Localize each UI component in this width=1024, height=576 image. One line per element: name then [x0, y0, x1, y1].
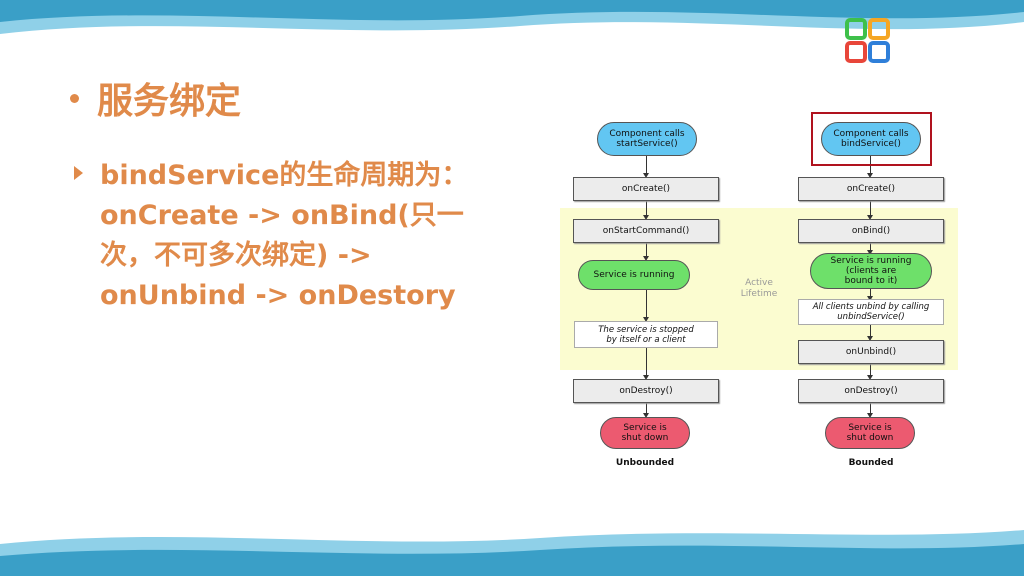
arrow-down-icon [867, 296, 873, 301]
bounded-running-line3: bound to it) [844, 276, 898, 286]
connector [870, 324, 871, 338]
unbounded-shutdown-node: Service is shut down [600, 417, 690, 449]
logo: 学堂在线 [845, 18, 1024, 64]
connector [870, 242, 871, 252]
bounded-oncreate-box: onCreate() [798, 177, 944, 201]
content-line-3: 次，不可多次绑定) -> [100, 240, 372, 271]
logo-text: 学堂在线 [901, 34, 994, 59]
slide-title: 服务绑定 [97, 81, 242, 122]
connector [646, 154, 647, 175]
connector [870, 402, 871, 415]
unbounded-start-line1: Component calls [609, 129, 685, 139]
unbounded-ondestroy-box: onDestroy() [573, 379, 719, 403]
unbind-note-line2: unbindService() [837, 312, 905, 322]
arrow-down-icon [643, 215, 649, 220]
slide-title-row: 服务绑定 [70, 72, 241, 124]
unbounded-start-node: Component calls startService() [597, 122, 697, 156]
arrow-down-icon [867, 336, 873, 341]
logo-grid-icon [845, 18, 890, 63]
active-label-line1: Active [745, 278, 773, 288]
active-lifetime-label: Active Lifetime [736, 278, 782, 300]
bounded-shutdown-line1: Service is [848, 423, 892, 433]
content-text: bindService的生命周期为： onCreate -> onBind(只一… [100, 156, 514, 316]
arrow-down-icon [867, 250, 873, 255]
bullet-dot-icon [70, 93, 79, 103]
connector [870, 288, 871, 298]
unbounded-oncreate-box: onCreate() [573, 177, 719, 201]
bounded-start-line1: Component calls [833, 129, 909, 139]
arrow-down-icon [643, 413, 649, 418]
bounded-shutdown-line2: shut down [846, 433, 894, 443]
bounded-ondestroy-box: onDestroy() [798, 379, 944, 403]
bounded-running-line1: Service is running [830, 256, 912, 266]
connector [646, 200, 647, 217]
bounded-running-node: Service is running (clients are bound to… [810, 253, 932, 289]
bounded-start-line2: bindService() [841, 139, 901, 149]
connector [870, 364, 871, 377]
slide-content: bindService的生命周期为： onCreate -> onBind(只一… [74, 156, 514, 316]
bottom-wave-decoration [0, 530, 1024, 576]
content-line-2: onCreate -> onBind(只一 [100, 200, 464, 231]
arrow-down-icon [643, 256, 649, 261]
unbounded-onstartcommand-box: onStartCommand() [573, 219, 719, 243]
stopped-note-line2: by itself or a client [606, 334, 686, 345]
bindservice-highlight-box [811, 112, 932, 166]
arrow-down-icon [643, 317, 649, 322]
arrow-down-icon [867, 173, 873, 178]
connector [646, 402, 647, 415]
unbounded-running-node: Service is running [578, 260, 690, 290]
content-line-1: bindService的生命周期为： [100, 160, 469, 191]
arrow-down-icon [643, 173, 649, 178]
stopped-note-line1: The service is stopped [598, 324, 694, 335]
arrow-bullet-icon [74, 166, 83, 180]
service-lifecycle-diagram: Active Lifetime Component calls startSer… [560, 110, 960, 480]
active-label-line2: Lifetime [740, 289, 778, 299]
bounded-shutdown-node: Service is shut down [825, 417, 915, 449]
arrow-down-icon [867, 413, 873, 418]
bounded-unbind-note: All clients unbind by calling unbindServ… [798, 299, 944, 325]
connector [646, 347, 647, 377]
connector [870, 200, 871, 217]
top-wave-decoration [0, 0, 1024, 34]
connector [646, 242, 647, 258]
unbounded-caption: Unbounded [615, 458, 675, 468]
content-line-4: onUnbind -> onDestory [100, 280, 456, 311]
shutdown-line1: Service is [623, 423, 667, 433]
bounded-onbind-box: onBind() [798, 219, 944, 243]
unbounded-start-line2: startService() [616, 139, 678, 149]
arrow-down-icon [867, 375, 873, 380]
shutdown-line2: shut down [621, 433, 669, 443]
arrow-down-icon [867, 215, 873, 220]
bounded-running-line2: (clients are [845, 266, 897, 276]
arrow-down-icon [643, 375, 649, 380]
bounded-start-node: Component calls bindService() [821, 122, 921, 156]
connector [646, 290, 647, 319]
bounded-onunbind-box: onUnbind() [798, 340, 944, 364]
unbounded-stopped-note: The service is stopped by itself or a cl… [574, 321, 718, 348]
unbind-note-line1: All clients unbind by calling [812, 302, 930, 312]
bounded-caption: Bounded [848, 458, 894, 468]
